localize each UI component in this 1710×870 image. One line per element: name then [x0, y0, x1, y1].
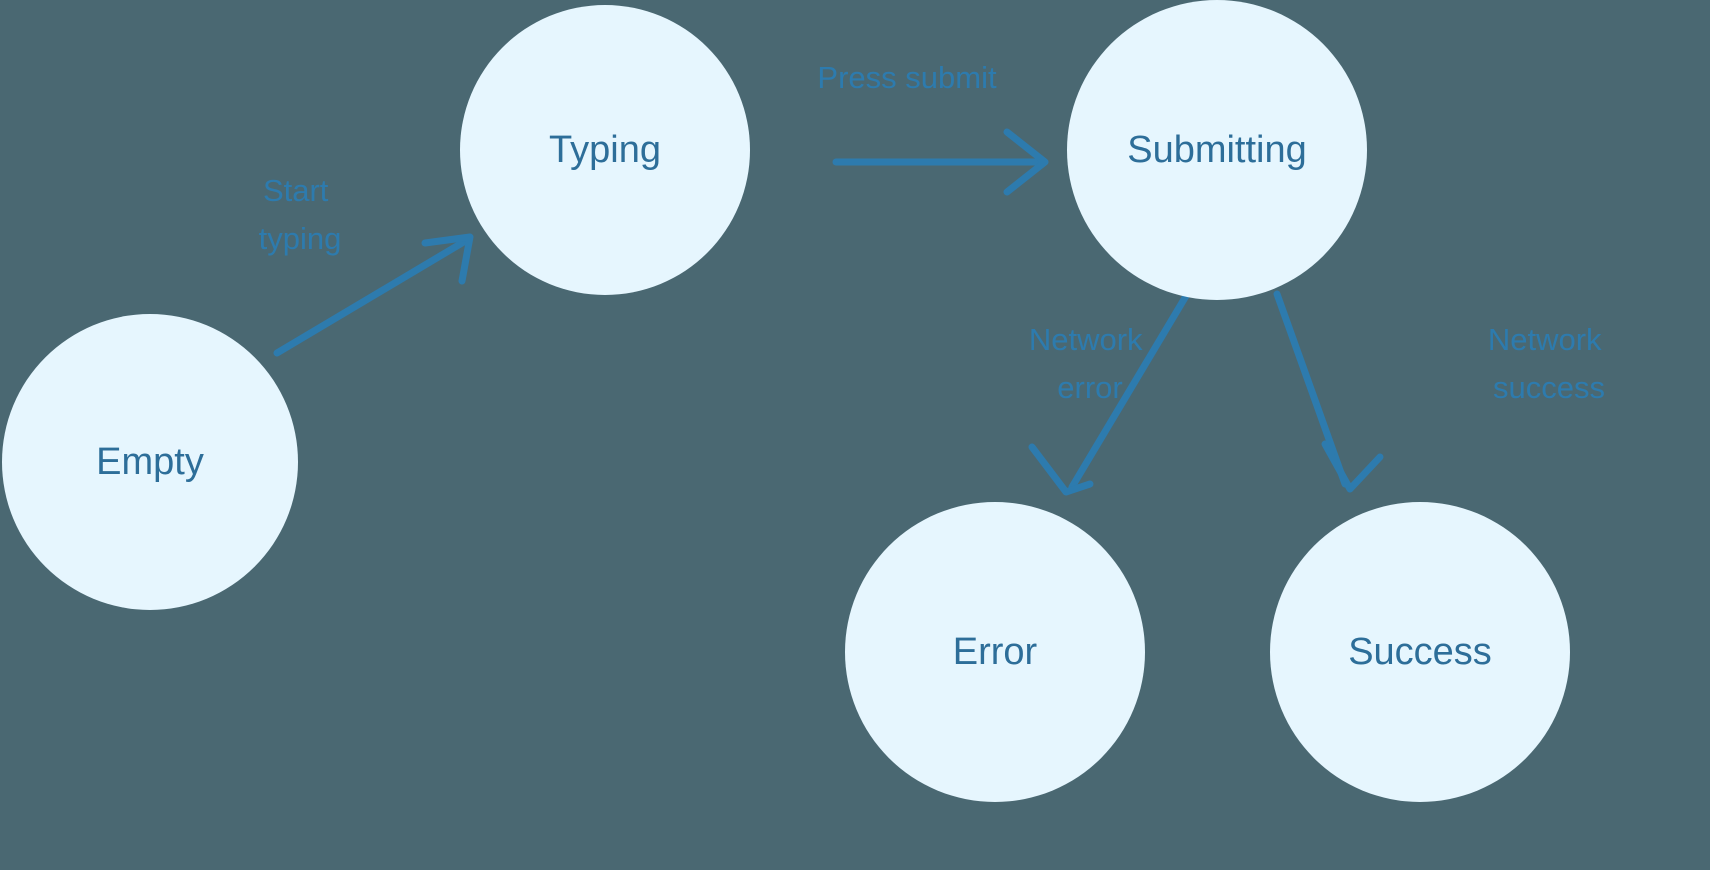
node-circle-empty	[2, 314, 298, 610]
edge-label-line: Start	[263, 173, 329, 208]
edge-line-empty-to-typing	[273, 236, 471, 357]
node-label-error: Error	[953, 631, 1038, 673]
edge-label-line: Press submit	[817, 60, 997, 95]
node-circle-submitting	[1067, 0, 1367, 300]
edge-label-line: Network	[1029, 322, 1143, 357]
node-success[interactable]: Success	[1270, 502, 1570, 802]
edge-typing-to-submitting[interactable]: Press submit	[817, 60, 1049, 196]
node-circle-error	[845, 502, 1145, 802]
node-typing[interactable]: Typing	[460, 5, 750, 295]
node-circle-typing	[460, 5, 750, 295]
arrowhead-submitting-to-success	[1321, 440, 1384, 493]
edge-empty-to-typing[interactable]: Start typing	[259, 173, 474, 357]
edge-label-empty-to-typing: Start typing	[259, 173, 342, 256]
node-label-submitting: Submitting	[1127, 129, 1307, 171]
edge-line-submitting-to-success	[1273, 290, 1349, 488]
arrowhead-empty-to-typing	[421, 233, 474, 285]
edge-label-submitting-to-success: Network success	[1488, 322, 1610, 405]
node-label-typing: Typing	[549, 129, 661, 171]
edge-submitting-to-success[interactable]: Network success	[1273, 290, 1610, 493]
edge-label-submitting-to-error: Network error	[1029, 322, 1151, 405]
arrowhead-submitting-to-error	[1028, 443, 1094, 496]
node-error[interactable]: Error	[845, 502, 1145, 802]
node-label-empty: Empty	[96, 441, 204, 483]
edge-label-line: success	[1493, 370, 1605, 405]
node-submitting[interactable]: Submitting	[1067, 0, 1367, 300]
node-empty[interactable]: Empty	[2, 314, 298, 610]
arrowhead-typing-to-submitting	[1003, 128, 1049, 196]
edge-label-line: Network	[1488, 322, 1602, 357]
node-label-success: Success	[1348, 631, 1492, 673]
edge-label-typing-to-submitting: Press submit	[817, 60, 997, 95]
edge-submitting-to-error[interactable]: Network error	[1028, 292, 1190, 496]
node-circle-success	[1270, 502, 1570, 802]
edge-line-submitting-to-error	[1068, 292, 1190, 491]
edge-label-line: typing	[259, 221, 342, 256]
edge-label-line: error	[1057, 370, 1122, 405]
